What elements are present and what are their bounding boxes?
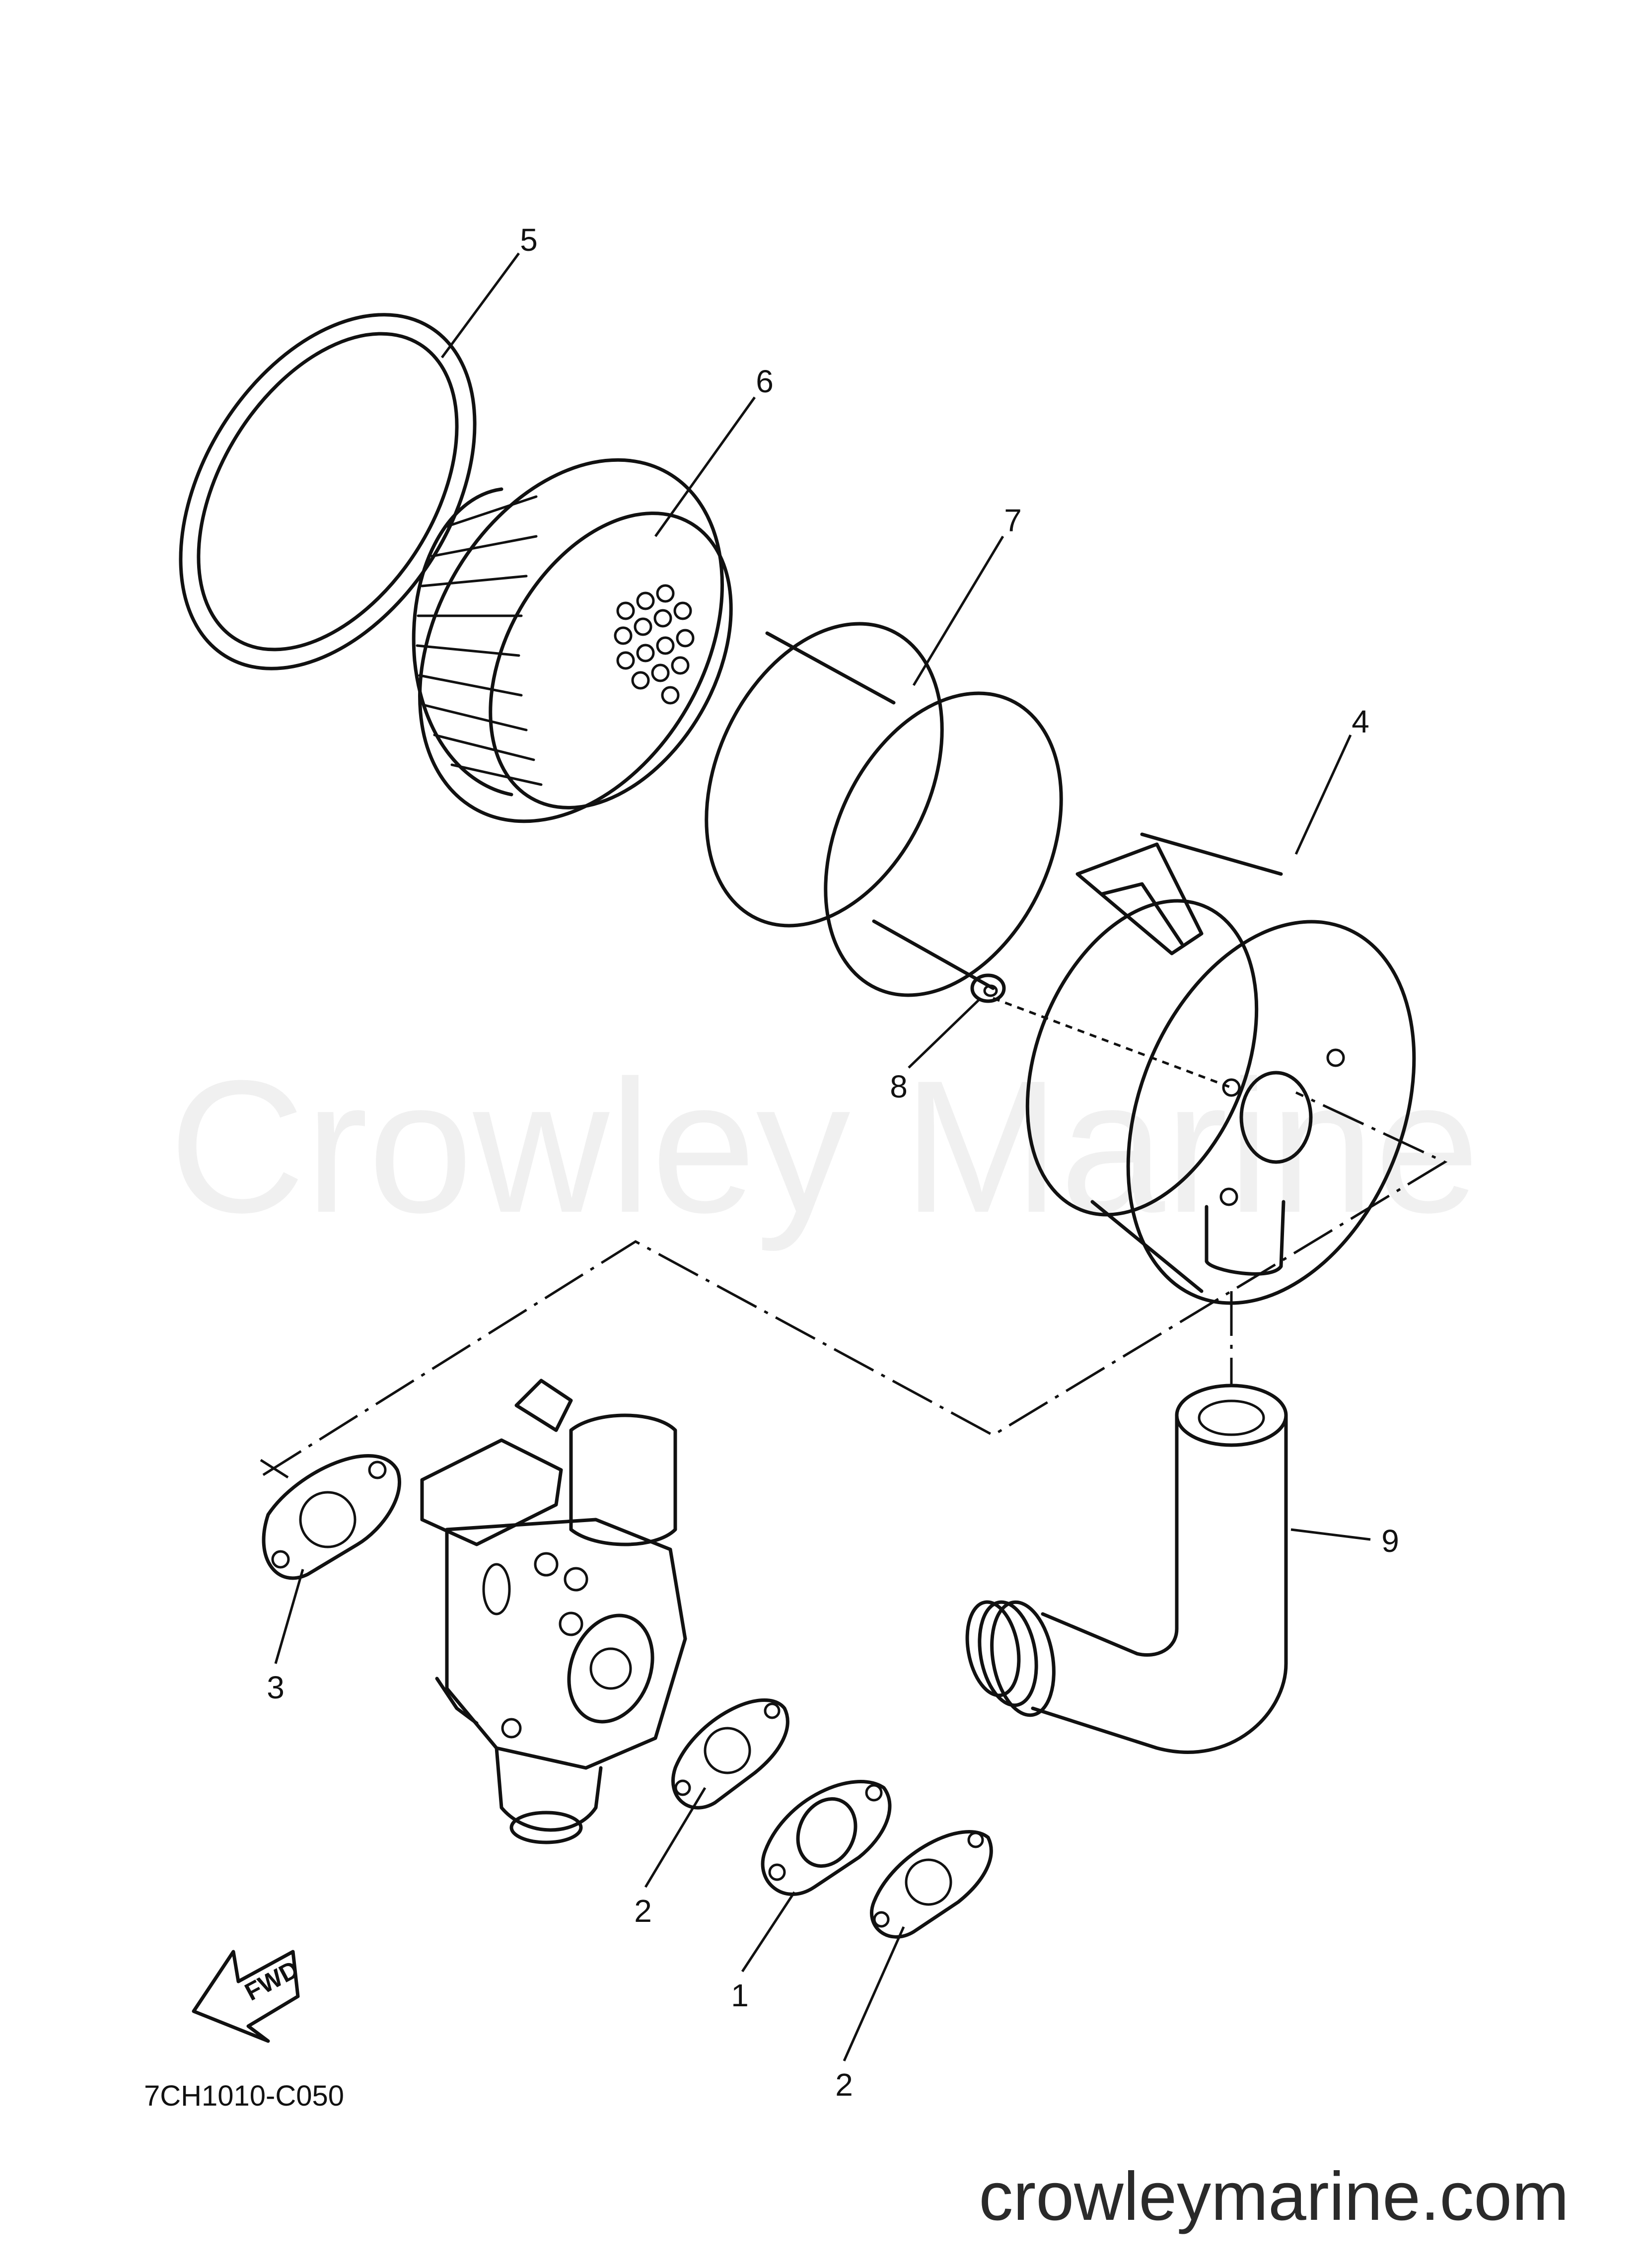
leader-lines [274,252,1371,2062]
callout-8: 8 [890,1069,908,1104]
part-3-gasket [262,1454,401,1580]
callout-7: 7 [1004,503,1022,538]
site-url: crowleymarine.com [979,2158,1569,2235]
part-9-elbow-hose [965,1384,1288,1754]
callout-3: 3 [267,1670,285,1705]
callout-9: 9 [1381,1523,1399,1559]
part-6-filter-element [412,458,733,823]
fwd-arrow-icon: FWD [192,1950,303,2043]
part-8-grommet [970,973,1006,1003]
part-2-gasket-upper [671,1698,789,1810]
callout-5: 5 [520,222,538,258]
part-4-filter-case [993,832,1416,1305]
diagram-code: 7CH1010-C050 [144,2080,344,2112]
part-5-band [179,313,477,670]
part-2-gasket-lower [870,1830,993,1939]
carburetor [420,1379,687,1844]
callout-6: 6 [756,364,774,399]
part-7-foam-sleeve [705,622,1063,997]
part-1-insulator [761,1780,892,1896]
assembly-outline [262,1091,1448,1476]
callout-4: 4 [1352,704,1369,739]
callout-2-upper: 2 [634,1893,652,1929]
assembly-outline-end [260,1459,289,1479]
callout-1: 1 [731,1977,749,2013]
callout-2-lower: 2 [835,2067,853,2103]
